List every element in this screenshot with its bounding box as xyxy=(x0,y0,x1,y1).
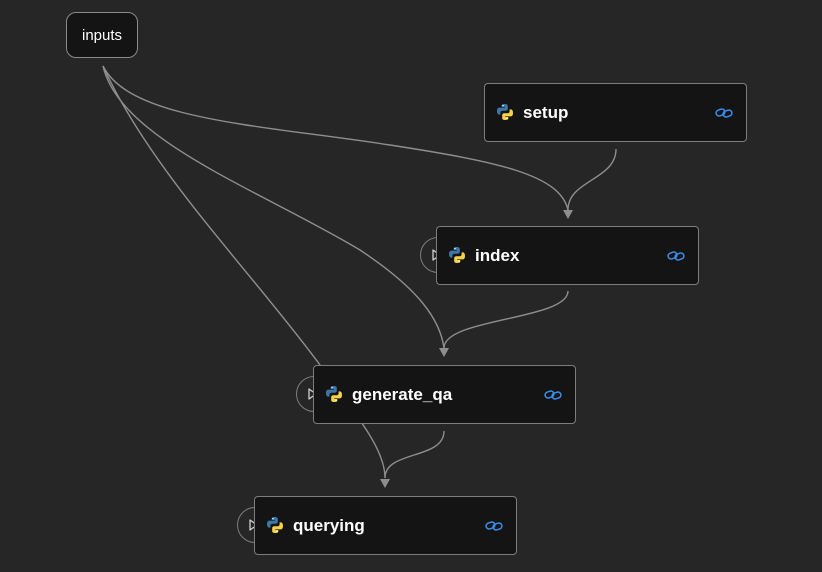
edge-generate-qa-to-querying xyxy=(384,430,445,479)
arrowhead-index xyxy=(563,210,573,219)
edge-setup-to-index xyxy=(567,148,617,211)
node-generate-qa[interactable]: generate_qa xyxy=(313,365,576,424)
link-icon[interactable] xyxy=(543,385,563,405)
node-querying[interactable]: querying xyxy=(254,496,517,555)
edge-inputs-to-index xyxy=(102,65,569,211)
node-label-querying: querying xyxy=(293,516,365,535)
node-label-index: index xyxy=(475,246,520,265)
node-index[interactable]: index xyxy=(436,226,699,285)
arrowhead-querying xyxy=(380,479,390,488)
edge-inputs-to-generate-qa xyxy=(102,65,445,349)
node-label-setup: setup xyxy=(523,103,569,122)
link-icon[interactable] xyxy=(666,246,686,266)
python-icon xyxy=(497,104,513,120)
python-icon xyxy=(449,247,465,263)
edge-inputs-to-querying xyxy=(102,65,386,479)
inputs-node-label: inputs xyxy=(81,26,123,44)
python-icon xyxy=(267,517,283,533)
node-setup[interactable]: setup xyxy=(484,83,747,142)
edge-index-to-generate-qa xyxy=(443,290,569,349)
arrowhead-generate-qa xyxy=(439,348,449,357)
link-icon[interactable] xyxy=(714,103,734,123)
node-label-generate-qa: generate_qa xyxy=(352,385,453,404)
inputs-node[interactable]: inputs xyxy=(66,12,138,58)
python-icon xyxy=(326,386,342,402)
link-icon[interactable] xyxy=(484,516,504,536)
